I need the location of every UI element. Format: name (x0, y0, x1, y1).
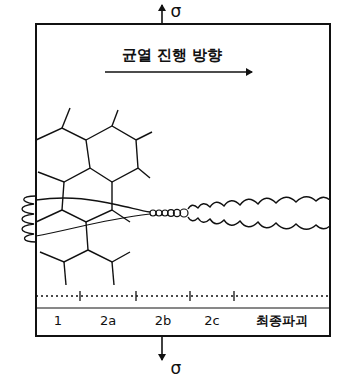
crack-path (36, 214, 150, 236)
striation-beads (150, 209, 188, 217)
stage-scale (36, 291, 330, 301)
label-band-line (36, 308, 330, 309)
stress-symbol: σ (170, 3, 183, 20)
stress-arrow (161, 5, 163, 23)
direction-arrow (105, 71, 252, 72)
stage-label: 최종파괴 (255, 314, 309, 327)
stage-label: 2a (99, 314, 117, 327)
specimen-outline (36, 24, 330, 336)
stage-label: 2b (154, 314, 173, 327)
crack-lobes (188, 197, 330, 230)
stage-label: 1 (53, 314, 63, 327)
stage-label: 2c (203, 314, 220, 327)
direction-label: 균열 진행 방향 (121, 48, 223, 63)
grain-boundaries (36, 108, 152, 285)
stress-arrow (161, 337, 163, 360)
slip-band (22, 196, 36, 242)
stress-symbol: σ (170, 360, 183, 377)
crack-path (36, 198, 150, 212)
